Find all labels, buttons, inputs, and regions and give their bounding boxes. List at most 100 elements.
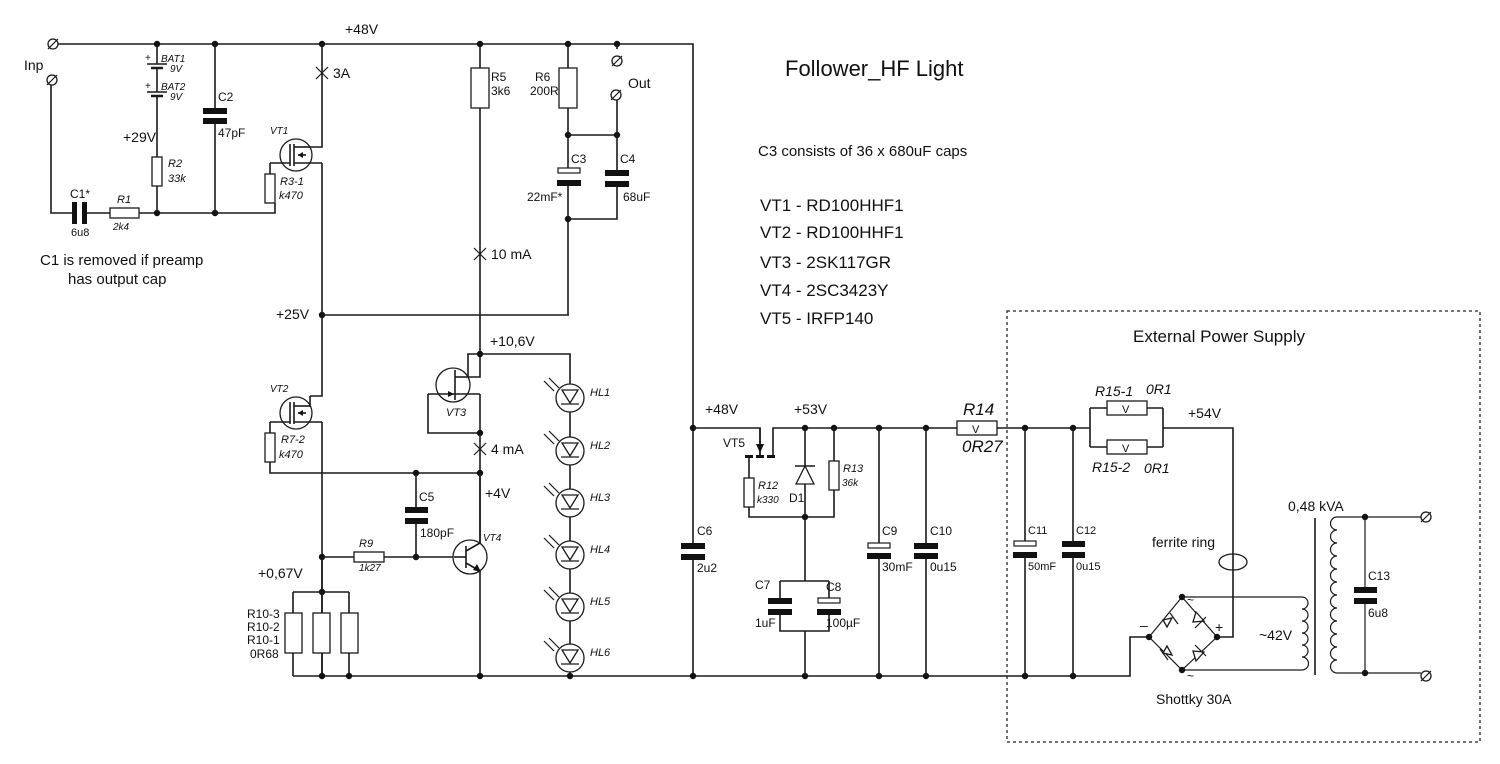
transistor-list-item: VT4 - 2SC3423Y [760, 281, 889, 300]
light-arrow-icon [548, 377, 560, 389]
external-power-supply-box [1006, 310, 1481, 743]
bridge-minus: – [1140, 617, 1148, 633]
light-arrow-icon [548, 430, 560, 442]
c1-value: 6u8 [71, 227, 89, 239]
r5-value: 3k6 [491, 84, 511, 98]
capacitor-c1 [72, 202, 87, 224]
c4-value: 68uF [623, 190, 650, 204]
led-hl4: HL4 [543, 534, 610, 570]
input-terminal-signal[interactable] [46, 74, 58, 86]
r14-value: 0R27 [962, 437, 1003, 456]
r15-2-ref: R15-2 [1092, 459, 1130, 475]
r13-ref: R13 [843, 463, 864, 475]
led-hl5: HL5 [543, 586, 611, 622]
transistor-list-item: VT2 - RD100HHF1 [760, 223, 904, 242]
capacitor-c3 [557, 167, 581, 186]
c1-note-line1: C1 is removed if preamp [40, 252, 203, 269]
vt1-ref: VT1 [270, 126, 288, 137]
jfet-vt3 [428, 367, 480, 403]
c3-value: 22mF* [527, 190, 563, 204]
resistor-r15-2 [1106, 439, 1148, 455]
c9-ref: C9 [882, 524, 898, 538]
led-hl1: HL1 [543, 377, 610, 413]
label-42v-ac: ~42V [1259, 627, 1293, 643]
light-arrow-icon [543, 433, 555, 445]
light-arrow-icon [548, 637, 560, 649]
capacitor-c2 [203, 108, 227, 124]
bridge-plus: + [1215, 619, 1223, 635]
input-terminal-top[interactable] [47, 38, 59, 50]
r9-ref: R9 [359, 538, 373, 550]
label-4ma: 4 mA [491, 441, 524, 457]
r2-value: 33k [168, 173, 186, 185]
mosfet-vt1 [270, 138, 322, 172]
capacitor-c10 [914, 543, 938, 559]
capacitor-c4 [605, 170, 629, 187]
light-arrow-icon [543, 640, 555, 652]
vt3-ref: VT3 [446, 407, 467, 419]
label-10ma: 10 mA [491, 246, 532, 262]
label-48v-top: +48V [345, 21, 379, 37]
mains-terminal-top[interactable] [1420, 511, 1432, 523]
led-label: HL6 [590, 647, 611, 659]
r3-ref: R3-1 [280, 176, 304, 188]
r14-ref: R14 [963, 400, 994, 419]
output-terminal-top[interactable] [611, 55, 623, 67]
led-label: HL2 [590, 440, 610, 452]
light-arrow-icon [548, 586, 560, 598]
c11-value: 50mF [1028, 561, 1056, 573]
c3-ref: C3 [571, 152, 587, 166]
light-arrow-icon [543, 589, 555, 601]
led-hl2: HL2 [543, 430, 610, 466]
power-supply-label: External Power Supply [1133, 327, 1305, 346]
label-53v: +53V [794, 401, 828, 417]
output-terminal-signal[interactable] [610, 89, 622, 101]
bat2-plus: + [145, 81, 151, 92]
capacitor-c8 [817, 597, 841, 615]
led-hl3: HL3 [543, 482, 611, 518]
r6-value: 200R [530, 84, 559, 98]
c9-value: 30mF [882, 560, 913, 574]
label-4v: +4V [485, 485, 511, 501]
r13-value: 36k [842, 478, 859, 489]
current-mark-3a [315, 66, 329, 80]
led-label: HL1 [590, 387, 610, 399]
r15-2-value: 0R1 [1144, 460, 1170, 476]
bat2-value: 9V [170, 92, 184, 103]
bjt-vt4 [452, 539, 488, 575]
resistor-r2 [151, 156, 163, 187]
ferrite-ring-label: ferrite ring [1152, 534, 1215, 550]
mains-terminal-bottom[interactable] [1420, 670, 1432, 682]
c7-value: 1uF [755, 616, 776, 630]
r1-ref: R1 [117, 194, 131, 206]
light-arrow-icon [548, 534, 560, 546]
c4-ref: C4 [620, 152, 636, 166]
r3-value: k470 [279, 190, 304, 202]
output-label: Out [628, 75, 651, 91]
c2-ref: C2 [218, 90, 234, 104]
current-mark-4ma [473, 442, 487, 456]
led-label: HL3 [590, 492, 611, 504]
r10-2-ref: R10-2 [247, 620, 280, 634]
light-arrow-icon [548, 482, 560, 494]
label-25v: +25V [276, 306, 310, 322]
c11-ref: C11 [1028, 525, 1047, 537]
bat1-ref: BAT1 [161, 54, 185, 65]
resistor-r15-1 [1106, 400, 1148, 416]
capacitor-c7 [768, 598, 792, 615]
capacitor-c13 [1354, 587, 1377, 604]
label-0-67v: +0,67V [258, 565, 303, 581]
transistor-list: VT1 - RD100HHF1 VT2 - RD100HHF1 VT3 - 2S… [760, 196, 904, 328]
resistor-r1 [109, 207, 140, 219]
r9-value: 1k27 [359, 563, 381, 574]
transistor-list-item: VT1 - RD100HHF1 [760, 196, 904, 215]
c6-ref: C6 [697, 524, 713, 538]
transistor-list-item: VT3 - 2SK117GR [760, 253, 891, 272]
d1-ref: D1 [789, 491, 805, 505]
capacitor-c6 [681, 543, 705, 560]
capacitor-c12 [1062, 541, 1085, 558]
resistor-r10-1 [340, 612, 359, 654]
